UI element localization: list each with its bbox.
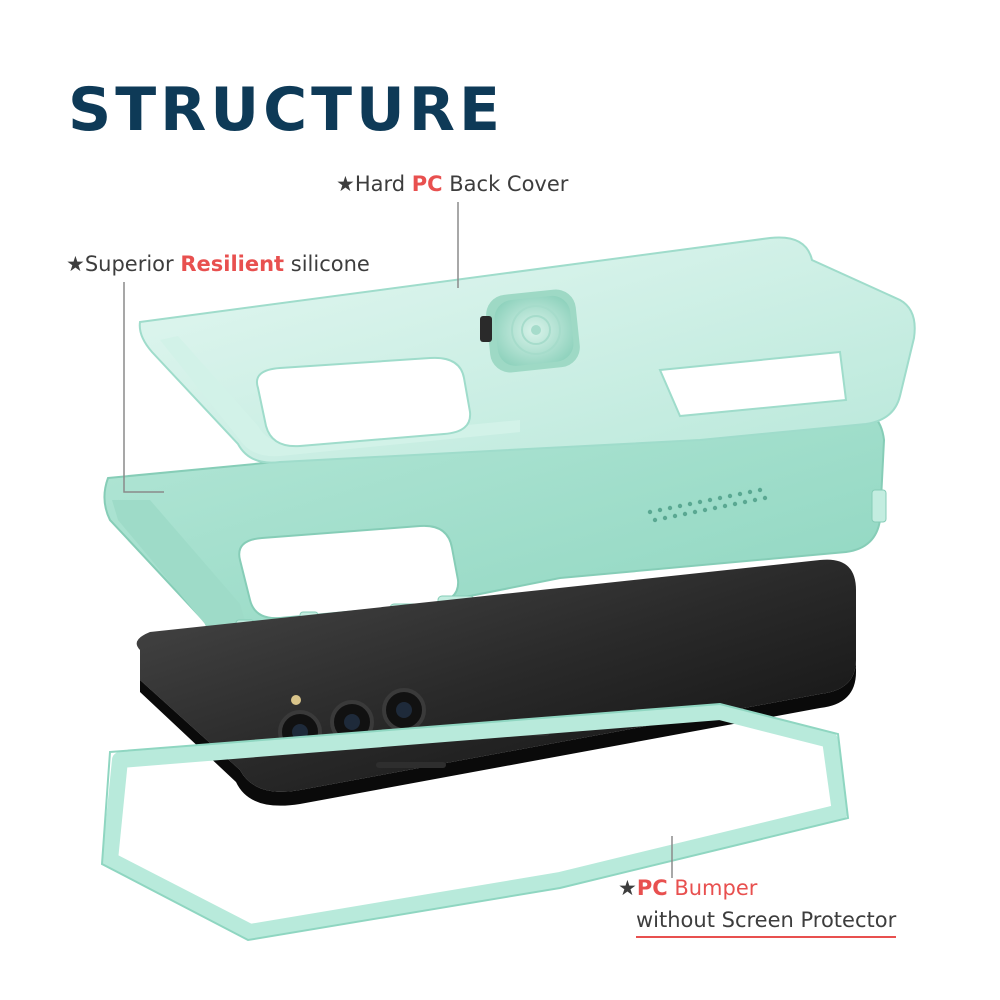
- pc-bumper-edge: [100, 702, 850, 942]
- page-title: STRUCTURE: [68, 75, 504, 145]
- label-silicone: ★Superior Resilient silicone: [66, 252, 370, 276]
- ring-holder: [480, 289, 580, 373]
- leader-lines: [123, 202, 673, 878]
- back-cover: [138, 236, 916, 464]
- star-icon: ★: [618, 876, 637, 900]
- label-bumper: ★PC Bumper: [618, 876, 758, 900]
- label-bumper-line2: without Screen Protector: [636, 908, 897, 938]
- pc-bumper: [102, 704, 848, 940]
- star-icon: ★: [66, 252, 85, 276]
- leader-line-silicone: [123, 282, 164, 493]
- star-icon: ★: [336, 172, 355, 196]
- phone-body: [136, 559, 856, 806]
- label-back-cover: ★Hard PC Back Cover: [336, 172, 569, 196]
